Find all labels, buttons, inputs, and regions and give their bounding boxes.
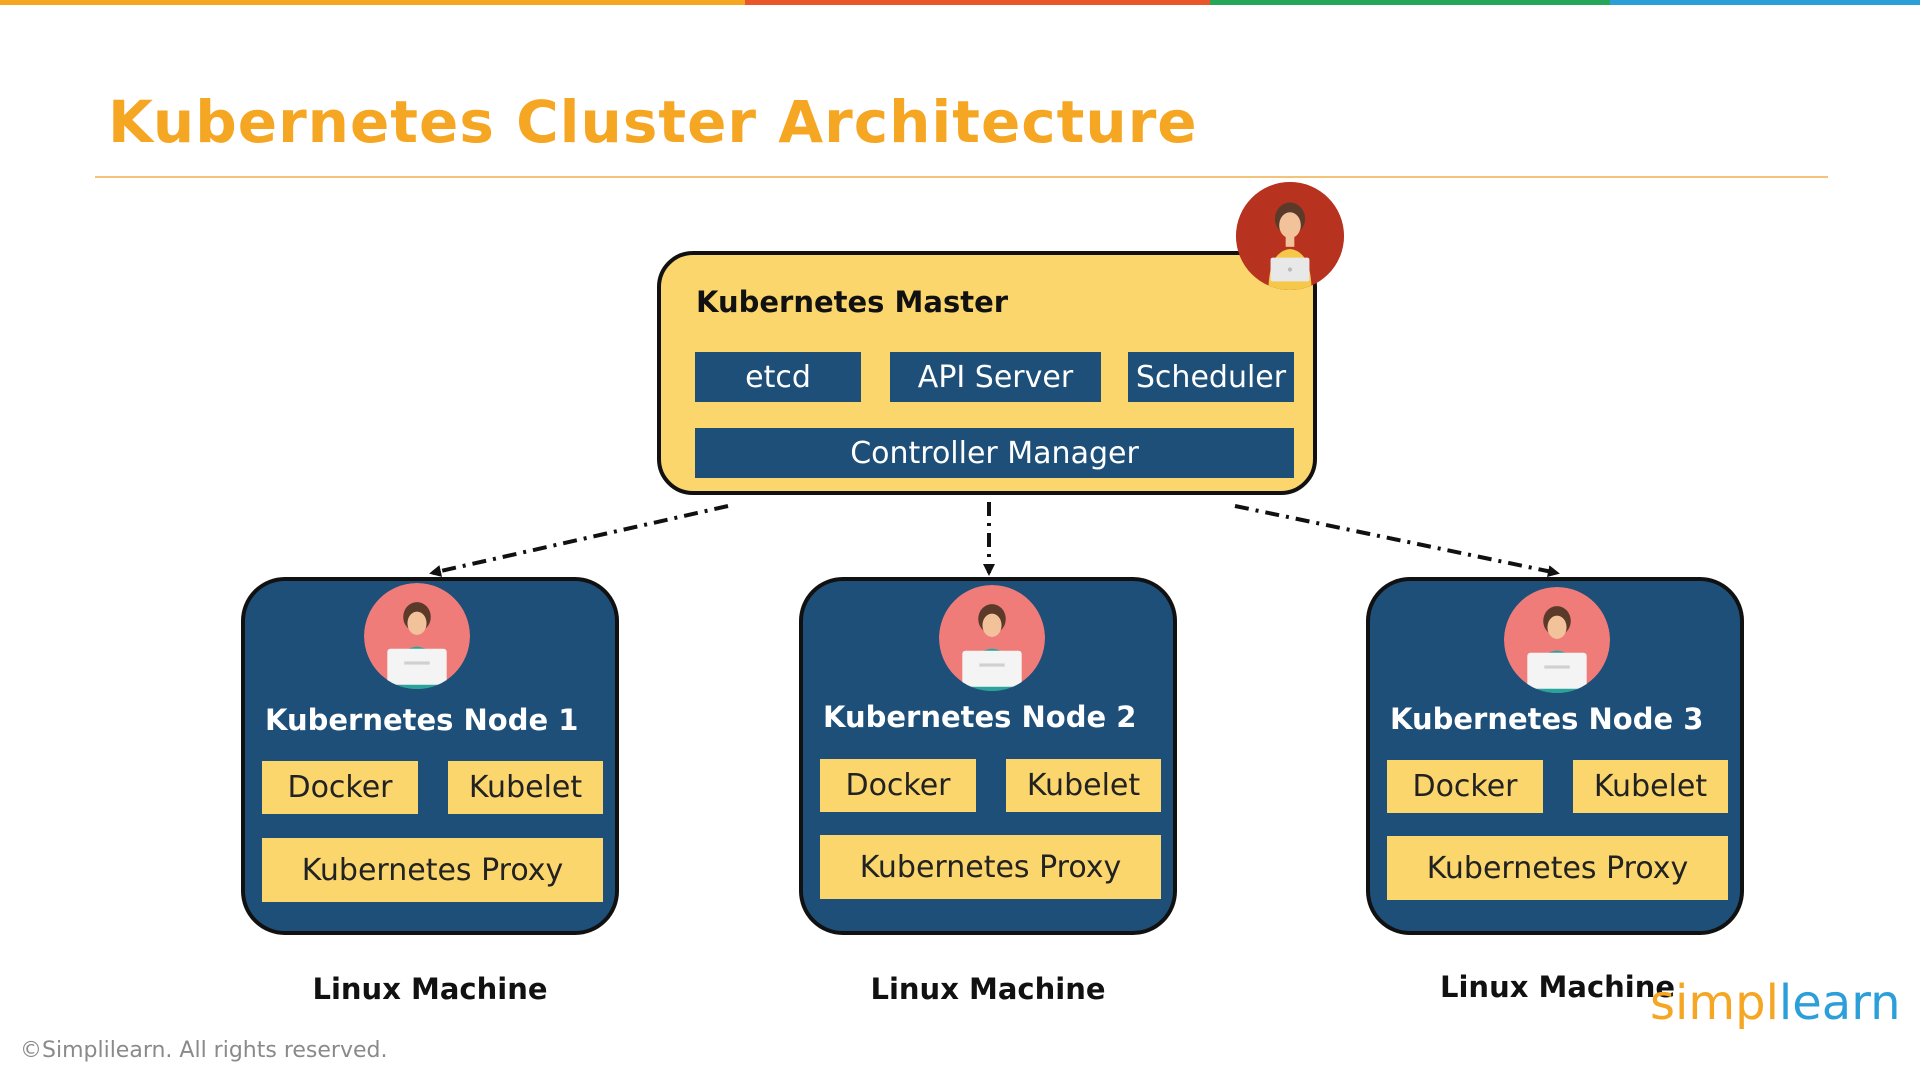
node-2-proxy-box: Kubernetes Proxy: [820, 835, 1161, 899]
top-color-strip: [0, 0, 1920, 5]
kubernetes-master-box: Kubernetes Master etcd API Server Schedu…: [657, 251, 1317, 495]
person-laptop-icon: [364, 583, 470, 689]
node-3-machine-label: Linux Machine: [1440, 970, 1676, 1004]
logo-part-simpl: simpl: [1650, 975, 1779, 1031]
node-2-title: Kubernetes Node 2: [823, 700, 1137, 734]
copyright-text: ©Simplilearn. All rights reserved.: [20, 1038, 388, 1063]
node-3-title: Kubernetes Node 3: [1390, 702, 1704, 736]
page-title: Kubernetes Cluster Architecture: [108, 88, 1198, 156]
person-laptop-icon: [1236, 182, 1344, 290]
node-3-kubelet-box: Kubelet: [1573, 760, 1728, 813]
node-2-kubelet-box: Kubelet: [1006, 759, 1161, 812]
person-laptop-icon: [1504, 587, 1610, 693]
simplilearn-logo: simpllearn: [1650, 975, 1901, 1031]
strip-segment-blue: [1610, 0, 1920, 5]
title-divider: [95, 176, 1828, 178]
strip-segment-green: [1210, 0, 1610, 5]
node-2-machine-label: Linux Machine: [870, 972, 1106, 1006]
api-server-box: API Server: [890, 352, 1101, 402]
node-1-title: Kubernetes Node 1: [265, 703, 579, 737]
connector-to-node-1: [429, 504, 729, 577]
etcd-box: etcd: [695, 352, 861, 402]
node-1-kubelet-box: Kubelet: [448, 761, 603, 814]
master-title: Kubernetes Master: [696, 285, 1009, 319]
controller-manager-box: Controller Manager: [695, 428, 1294, 478]
kubernetes-node-3-box: Kubernetes Node 3 Docker Kubelet Kuberne…: [1366, 577, 1744, 935]
node-3-proxy-box: Kubernetes Proxy: [1387, 836, 1728, 900]
strip-segment-orange: [0, 0, 745, 5]
connector-to-node-3: [1234, 504, 1560, 578]
node-1-docker-box: Docker: [262, 761, 418, 814]
node-1-machine-label: Linux Machine: [312, 972, 548, 1006]
node-3-docker-box: Docker: [1387, 760, 1543, 813]
scheduler-box: Scheduler: [1128, 352, 1294, 402]
node-2-docker-box: Docker: [820, 759, 976, 812]
person-laptop-icon: [939, 585, 1045, 691]
strip-segment-red: [745, 0, 1210, 5]
logo-part-learn: learn: [1778, 975, 1901, 1031]
node-1-proxy-box: Kubernetes Proxy: [262, 838, 603, 902]
kubernetes-node-1-box: Kubernetes Node 1 Docker Kubelet Kuberne…: [241, 577, 619, 935]
